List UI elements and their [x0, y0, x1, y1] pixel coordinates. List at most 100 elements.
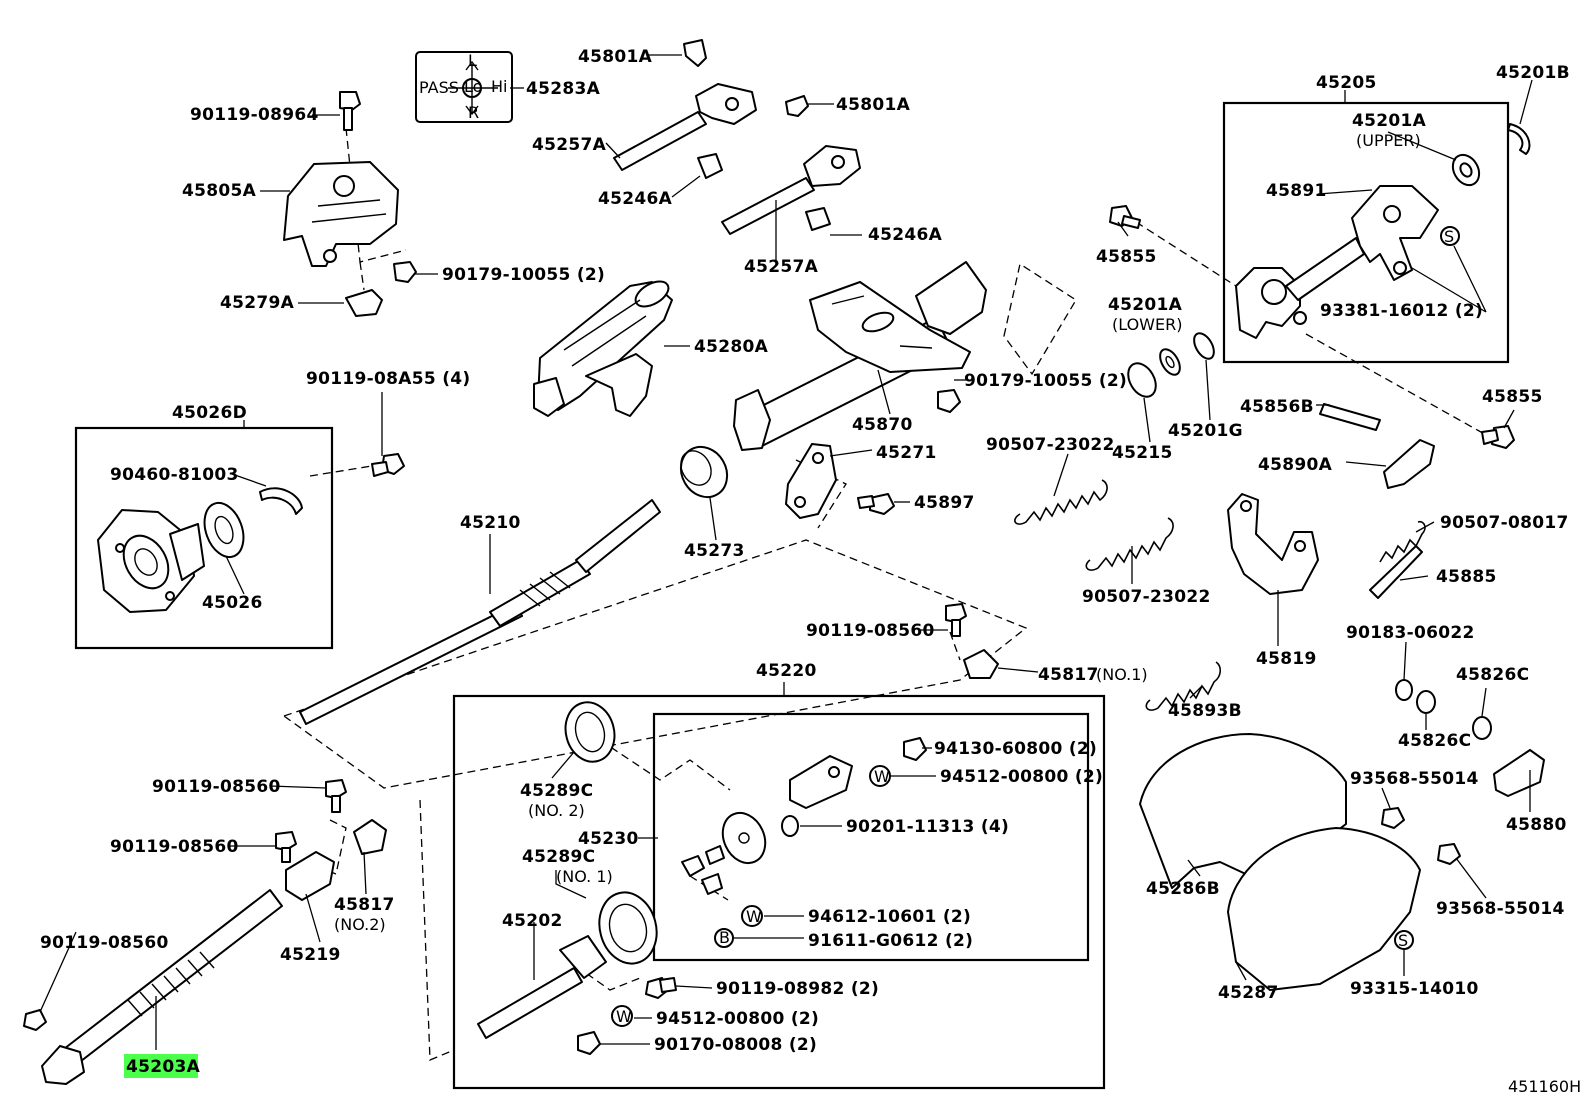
marker-s-93315: S	[1394, 930, 1414, 950]
label-45201A-lower: 45201A	[1108, 295, 1183, 315]
label-93315-14010: 93315-14010	[1350, 979, 1479, 999]
label-90170-08008: 90170-08008 (2)	[654, 1035, 817, 1055]
part-45880-lever	[1493, 749, 1545, 797]
label-90507-23022-a: 90507-23022	[986, 435, 1115, 455]
part-91611-G0612-bolt: B	[714, 928, 734, 948]
dashed-line-shaft-lower	[419, 799, 455, 1061]
svg-text:W: W	[746, 907, 762, 926]
label-45287: 45287	[1218, 983, 1279, 1003]
part-94612-10601-washer: W	[741, 905, 763, 927]
part-45817-no1	[963, 649, 999, 679]
label-45201G: 45201G	[1168, 421, 1243, 441]
label-94130-60800: 94130-60800 (2)	[934, 739, 1097, 759]
part-45201A-lower-bearing	[1159, 348, 1181, 376]
part-90119-08560-bolt-b	[275, 831, 297, 863]
part-45202-lower-shaft	[477, 935, 607, 1039]
part-45246A-right	[805, 207, 831, 231]
box-45205	[1222, 101, 1510, 364]
dashed-region-bracket	[1003, 262, 1077, 376]
part-45855-right-bolt	[1481, 425, 1515, 449]
label-45805A: 45805A	[182, 181, 257, 201]
label-45817-no1: 45817	[1038, 665, 1099, 685]
label-90119-08560-b: 90119-08560	[110, 837, 239, 857]
label-upper-note: (UPPER)	[1356, 131, 1421, 150]
part-45203A-intermediate-shaft	[41, 889, 283, 1085]
label-45246A-right: 45246A	[868, 225, 943, 245]
part-90119-08560-top-bolt	[945, 603, 967, 637]
label-no1-note: (NO.1)	[1096, 665, 1148, 684]
label-90179-10055-mid: 90179-10055 (2)	[964, 371, 1127, 391]
box-45026D	[74, 426, 334, 650]
dashed-line-45219	[315, 819, 347, 875]
svg-text:S: S	[1398, 931, 1408, 950]
dashed-line-45289C	[599, 739, 731, 791]
label-90507-08017: 90507-08017	[1440, 513, 1569, 533]
label-90119-08A55: 90119-08A55 (4)	[306, 369, 470, 389]
label-45856B: 45856B	[1240, 397, 1314, 417]
part-90119-08982-bolt	[645, 977, 677, 999]
part-45893B-spring	[1145, 661, 1222, 711]
part-45219-block	[285, 851, 335, 901]
label-94612-10601: 94612-10601 (2)	[808, 907, 971, 927]
part-45273-bushing	[679, 445, 729, 499]
label-no2-note-b: (NO.2)	[334, 915, 386, 934]
label-45026: 45026	[202, 593, 263, 613]
part-90119-08A55-bolt	[371, 453, 405, 477]
label-45273: 45273	[684, 541, 745, 561]
part-90119-08560-bolt-c	[23, 1009, 47, 1031]
label-45280A: 45280A	[694, 337, 769, 357]
part-45257A-top-lever	[613, 83, 757, 171]
part-45246A-left	[697, 153, 723, 179]
label-45205: 45205	[1316, 73, 1377, 93]
label-45201B: 45201B	[1496, 63, 1570, 83]
label-45286B: 45286B	[1146, 879, 1220, 899]
label-93381-16012: 93381-16012 (2)	[1320, 301, 1483, 321]
label-45891: 45891	[1266, 181, 1327, 201]
part-45205-upper-bracket	[1235, 185, 1439, 339]
part-94512-00800-washer-b: W	[611, 1005, 633, 1027]
part-45801A-mid	[785, 95, 809, 117]
part-45257A-mid-lever	[721, 145, 861, 235]
part-45819-bracket	[1227, 493, 1319, 595]
part-45289C-no1-ring	[598, 891, 658, 965]
label-90507-23022-b: 90507-23022	[1082, 587, 1211, 607]
part-45885-rod	[1369, 545, 1423, 599]
part-45826C-a	[1472, 716, 1492, 740]
label-45230: 45230	[578, 829, 639, 849]
label-45289C-no2: 45289C	[520, 781, 593, 801]
label-45893B: 45893B	[1168, 701, 1242, 721]
part-90507-23022-spring-a	[1014, 479, 1108, 525]
label-90119-08560-top: 90119-08560	[806, 621, 935, 641]
label-45819: 45819	[1256, 649, 1317, 669]
label-90119-08560-a: 90119-08560	[152, 777, 281, 797]
part-45856B-pin	[1319, 403, 1381, 431]
part-45283A-switch-label	[415, 51, 513, 123]
label-45220: 45220	[756, 661, 817, 681]
dashed-line-45855	[1135, 221, 1237, 287]
label-45897: 45897	[914, 493, 975, 513]
switch-pass-text: PASS	[419, 78, 459, 97]
svg-text:W: W	[874, 767, 890, 786]
label-90201-11313: 90201-11313 (4)	[846, 817, 1009, 837]
leader-lines	[39, 54, 1533, 1050]
label-91611-G0612: 91611-G0612 (2)	[808, 931, 973, 951]
label-93568-55014-a: 93568-55014	[1350, 769, 1479, 789]
part-45201G-spring	[1193, 332, 1215, 360]
label-45880: 45880	[1506, 815, 1567, 835]
svg-text:S: S	[1444, 227, 1454, 246]
label-45257A-top: 45257A	[532, 135, 607, 155]
label-45246A-left: 45246A	[598, 189, 673, 209]
part-45801A-top	[683, 39, 707, 67]
switch-lo-text: Lo	[464, 77, 482, 96]
label-45817-no2: 45817	[334, 895, 395, 915]
switch-l-text: L	[468, 51, 477, 70]
label-45870: 45870	[852, 415, 913, 435]
switch-hi-text: Hi	[491, 77, 507, 96]
part-90507-08017-spring	[1379, 520, 1426, 563]
switch-r-text: R	[468, 103, 479, 122]
part-90179-10055-top-nut	[393, 261, 417, 283]
part-45279A-clip	[345, 289, 383, 317]
dashed-line-45230	[689, 875, 729, 901]
part-90179-10055-mid-nut	[937, 389, 961, 413]
part-45201A-upper-bearing	[1451, 153, 1481, 187]
